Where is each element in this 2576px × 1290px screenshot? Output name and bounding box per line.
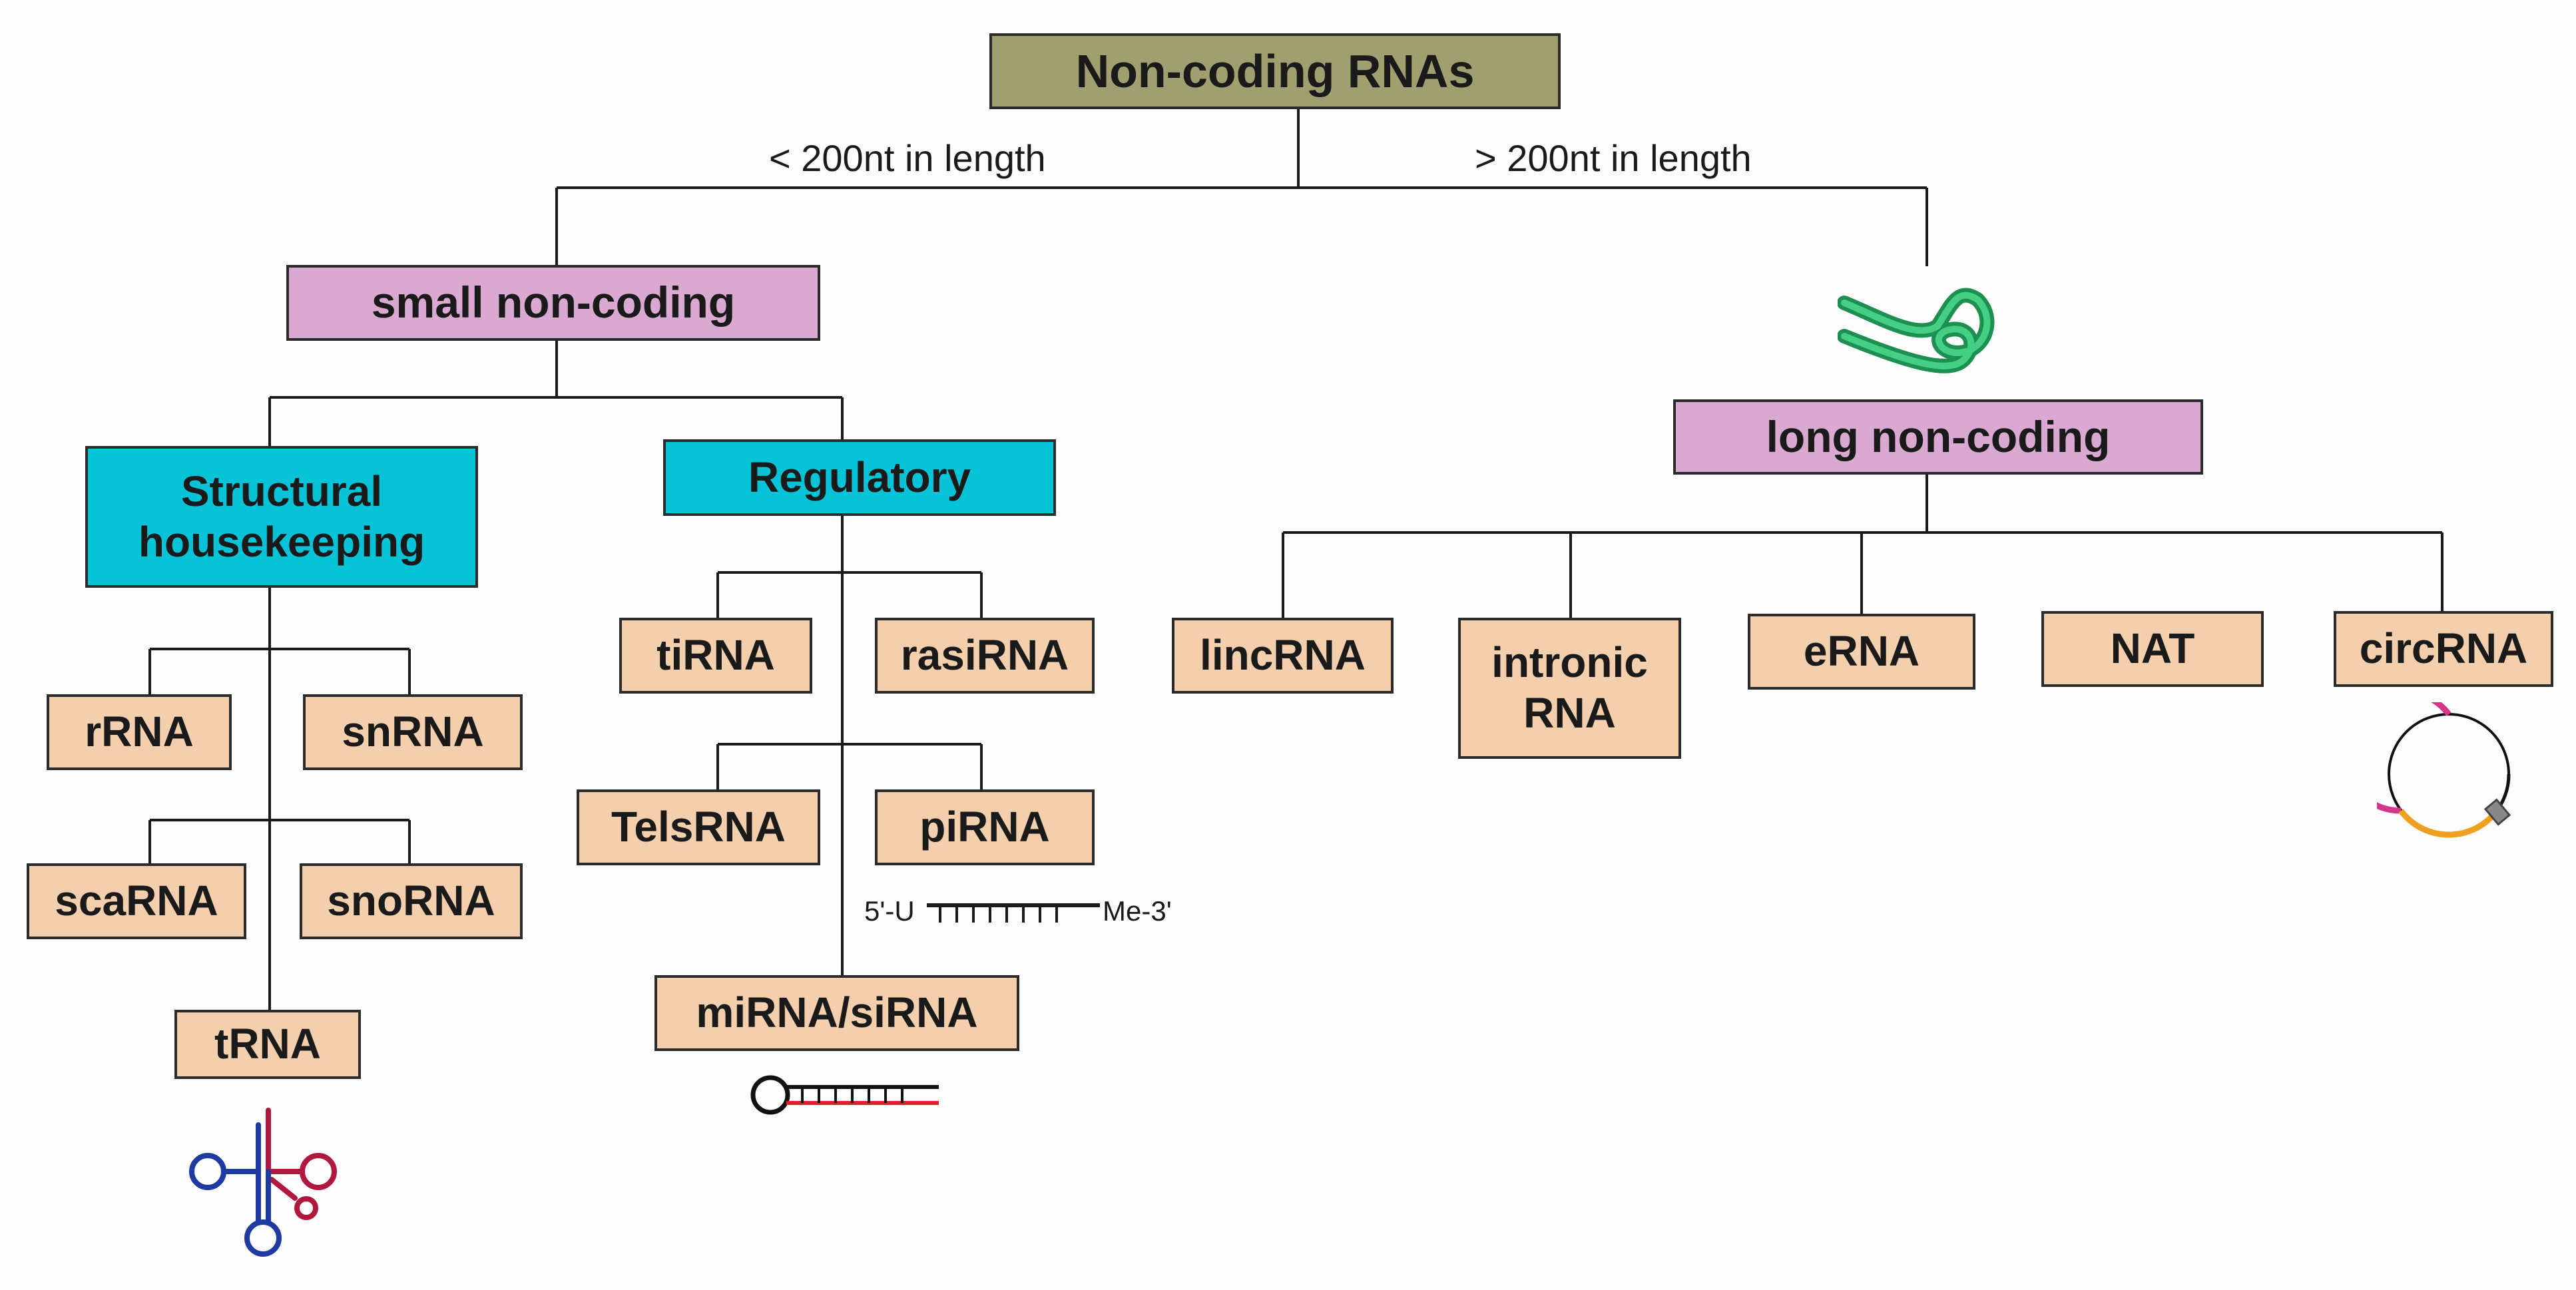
rrna-node: rRNA <box>47 694 232 770</box>
telsrna-label: TelsRNA <box>611 803 786 851</box>
pirna-label: piRNA <box>919 803 1050 851</box>
long-length-label: > 200nt in length <box>1475 137 1752 179</box>
snorna-label: snoRNA <box>327 877 495 925</box>
root-label: Non-coding RNAs <box>1075 45 1475 97</box>
trna-label: tRNA <box>214 1020 321 1068</box>
pirna-three-prime-label: Me-3' <box>1103 895 1172 927</box>
scarna-label: scaRNA <box>55 877 218 925</box>
short-length-label: < 200nt in length <box>769 137 1046 179</box>
long-noncoding-node: long non-coding <box>1673 399 2203 475</box>
circrna-label: circRNA <box>2359 624 2528 673</box>
lincrna-node: lincRNA <box>1172 618 1394 694</box>
intronic-label-line2: RNA <box>1523 689 1616 737</box>
pirna-duplex-icon <box>927 903 1100 923</box>
rasirna-node: rasiRNA <box>875 618 1095 694</box>
mirna-sirna-node: miRNA/siRNA <box>654 975 1019 1051</box>
snrna-label: snRNA <box>342 708 484 756</box>
rrna-label: rRNA <box>85 708 194 756</box>
lincrna-label: lincRNA <box>1200 631 1366 680</box>
mirna-hairpin-icon <box>750 1075 939 1115</box>
circrna-ring-icon <box>2377 702 2511 838</box>
long-noncoding-label: long non-coding <box>1766 411 2111 461</box>
lncrna-ribbon-icon <box>1838 288 1995 373</box>
pirna-five-prime-label: 5'-U <box>864 895 915 927</box>
rasirna-label: rasiRNA <box>900 631 1069 680</box>
small-noncoding-node: small non-coding <box>286 265 820 341</box>
regulatory-node: Regulatory <box>663 439 1056 516</box>
intronic-label-line1: intronic <box>1491 638 1648 687</box>
regulatory-label: Regulatory <box>748 453 971 501</box>
nat-label: NAT <box>2110 624 2195 673</box>
structural-housekeeping-node: Structural housekeeping <box>85 446 478 588</box>
intronic-rna-node: intronic RNA <box>1458 618 1681 759</box>
erna-label: eRNA <box>1803 627 1920 676</box>
circrna-node: circRNA <box>2334 611 2553 687</box>
trna-cloverleaf-icon <box>189 1108 337 1257</box>
mirna-sirna-label: miRNA/siRNA <box>696 988 978 1037</box>
structural-label-line1: Structural <box>180 467 383 515</box>
root-node: Non-coding RNAs <box>989 33 1561 109</box>
snorna-node: snoRNA <box>300 863 523 939</box>
telsrna-node: TelsRNA <box>577 789 820 865</box>
trna-node: tRNA <box>174 1010 361 1079</box>
erna-node: eRNA <box>1748 614 1975 690</box>
tirna-node: tiRNA <box>619 618 812 694</box>
structural-label-line2: housekeeping <box>138 517 425 566</box>
snrna-node: snRNA <box>303 694 523 770</box>
nat-node: NAT <box>2041 611 2264 687</box>
scarna-node: scaRNA <box>27 863 246 939</box>
tirna-label: tiRNA <box>656 631 775 680</box>
pirna-node: piRNA <box>875 789 1095 865</box>
small-noncoding-label: small non-coding <box>371 278 736 327</box>
